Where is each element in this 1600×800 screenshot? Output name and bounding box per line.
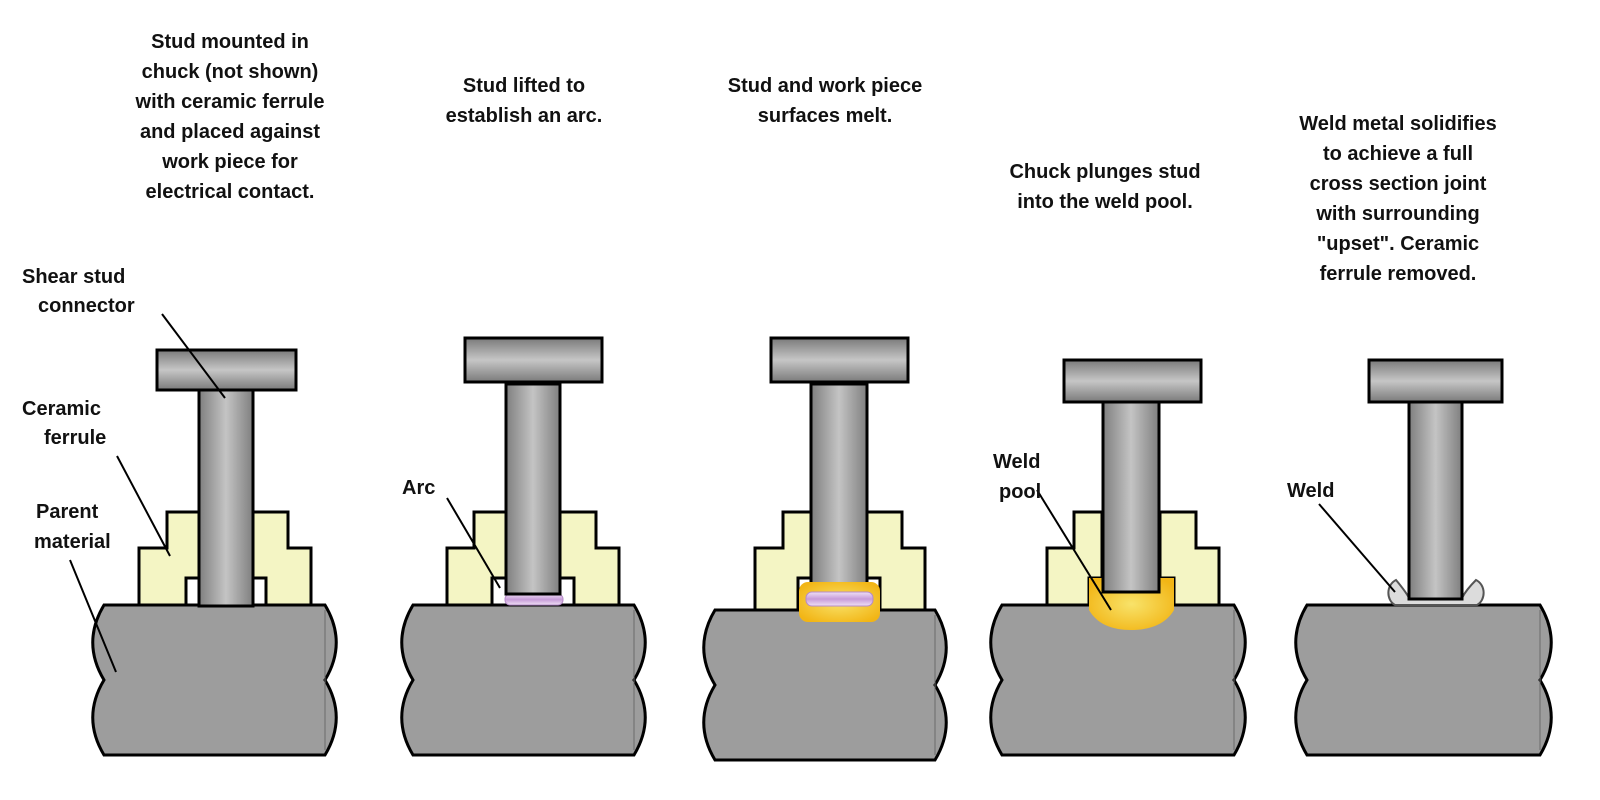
label-parent-material-line-1: Parent <box>36 501 99 523</box>
stud-shank <box>1101 398 1161 594</box>
caption-line: with ceramic ferrule <box>135 91 325 113</box>
caption-line: Stud and work piece <box>728 75 922 97</box>
label-ceramic-ferrule-line-1: Ceramic <box>22 398 101 420</box>
ceramic-ferrule-right <box>558 510 621 607</box>
caption-line: and placed against <box>140 121 320 143</box>
caption-line: surfaces melt. <box>758 105 893 127</box>
stud-head <box>769 336 910 384</box>
caption-line: to achieve a full <box>1323 143 1473 165</box>
parent-material-block <box>989 603 1247 757</box>
caption-step-5: Weld metal solidifies to achieve a full … <box>1299 113 1496 285</box>
caption-line: cross section joint <box>1310 173 1487 195</box>
stud-head <box>155 348 298 392</box>
leader-weld-pool <box>1036 489 1112 611</box>
caption-line: Weld metal solidifies <box>1299 113 1496 135</box>
ceramic-ferrule-right <box>251 510 313 607</box>
caption-step-3: Stud and work piece surfaces melt. <box>728 75 922 127</box>
stud-shank <box>1407 398 1464 601</box>
label-weld-pool-line-2: pool <box>999 481 1041 503</box>
caption-line: Chuck plunges stud <box>1009 161 1200 183</box>
caption-line: electrical contact. <box>146 181 315 203</box>
caption-line: ferrule removed. <box>1320 263 1477 285</box>
step-2-illustration <box>400 336 647 757</box>
caption-line: into the weld pool. <box>1017 191 1193 213</box>
stud-head <box>1062 358 1203 404</box>
parent-material-block <box>400 603 647 757</box>
parent-material-block <box>1294 603 1553 757</box>
step-3-illustration <box>702 336 948 762</box>
caption-line: Stud lifted to <box>463 75 585 97</box>
arc-glow <box>504 593 564 606</box>
stud-shank <box>197 384 255 608</box>
label-shear-stud-line-1: Shear stud <box>22 266 125 288</box>
parent-material-block <box>91 603 338 757</box>
caption-line: establish an arc. <box>446 105 603 127</box>
ceramic-ferrule-left <box>445 510 508 607</box>
stud-shank <box>809 382 869 586</box>
arc-glow <box>805 591 874 607</box>
parent-material-block <box>702 608 948 762</box>
caption-step-2: Stud lifted to establish an arc. <box>446 75 603 127</box>
leader-ceramic-ferrule <box>116 455 171 557</box>
caption-line: chuck (not shown) <box>142 61 319 83</box>
stud-head <box>463 336 604 384</box>
label-ceramic-ferrule-line-2: ferrule <box>44 427 106 449</box>
leader-shear-stud <box>161 313 226 399</box>
caption-step-4: Chuck plunges stud into the weld pool. <box>1009 161 1200 213</box>
label-shear-stud-line-2: connector <box>38 295 135 317</box>
caption-line: work piece for <box>161 151 298 173</box>
stud-head <box>1367 358 1504 404</box>
label-arc: Arc <box>402 477 435 499</box>
step-1-illustration <box>91 348 338 757</box>
caption-line: Stud mounted in <box>151 31 309 53</box>
caption-line: with surrounding <box>1315 203 1479 225</box>
stud-shank <box>504 382 562 596</box>
caption-line: "upset". Ceramic <box>1317 233 1479 255</box>
label-weld: Weld <box>1287 480 1334 502</box>
label-weld-pool-line-1: Weld <box>993 451 1040 473</box>
leader-weld <box>1318 503 1396 593</box>
step-5-illustration <box>1294 358 1553 757</box>
label-parent-material-line-2: material <box>34 531 111 553</box>
caption-step-1: Stud mounted in chuck (not shown) with c… <box>135 31 325 203</box>
ceramic-ferrule-left <box>137 510 201 607</box>
step-4-illustration <box>989 358 1247 757</box>
leader-arc <box>446 497 501 589</box>
leader-parent-material <box>69 559 117 673</box>
